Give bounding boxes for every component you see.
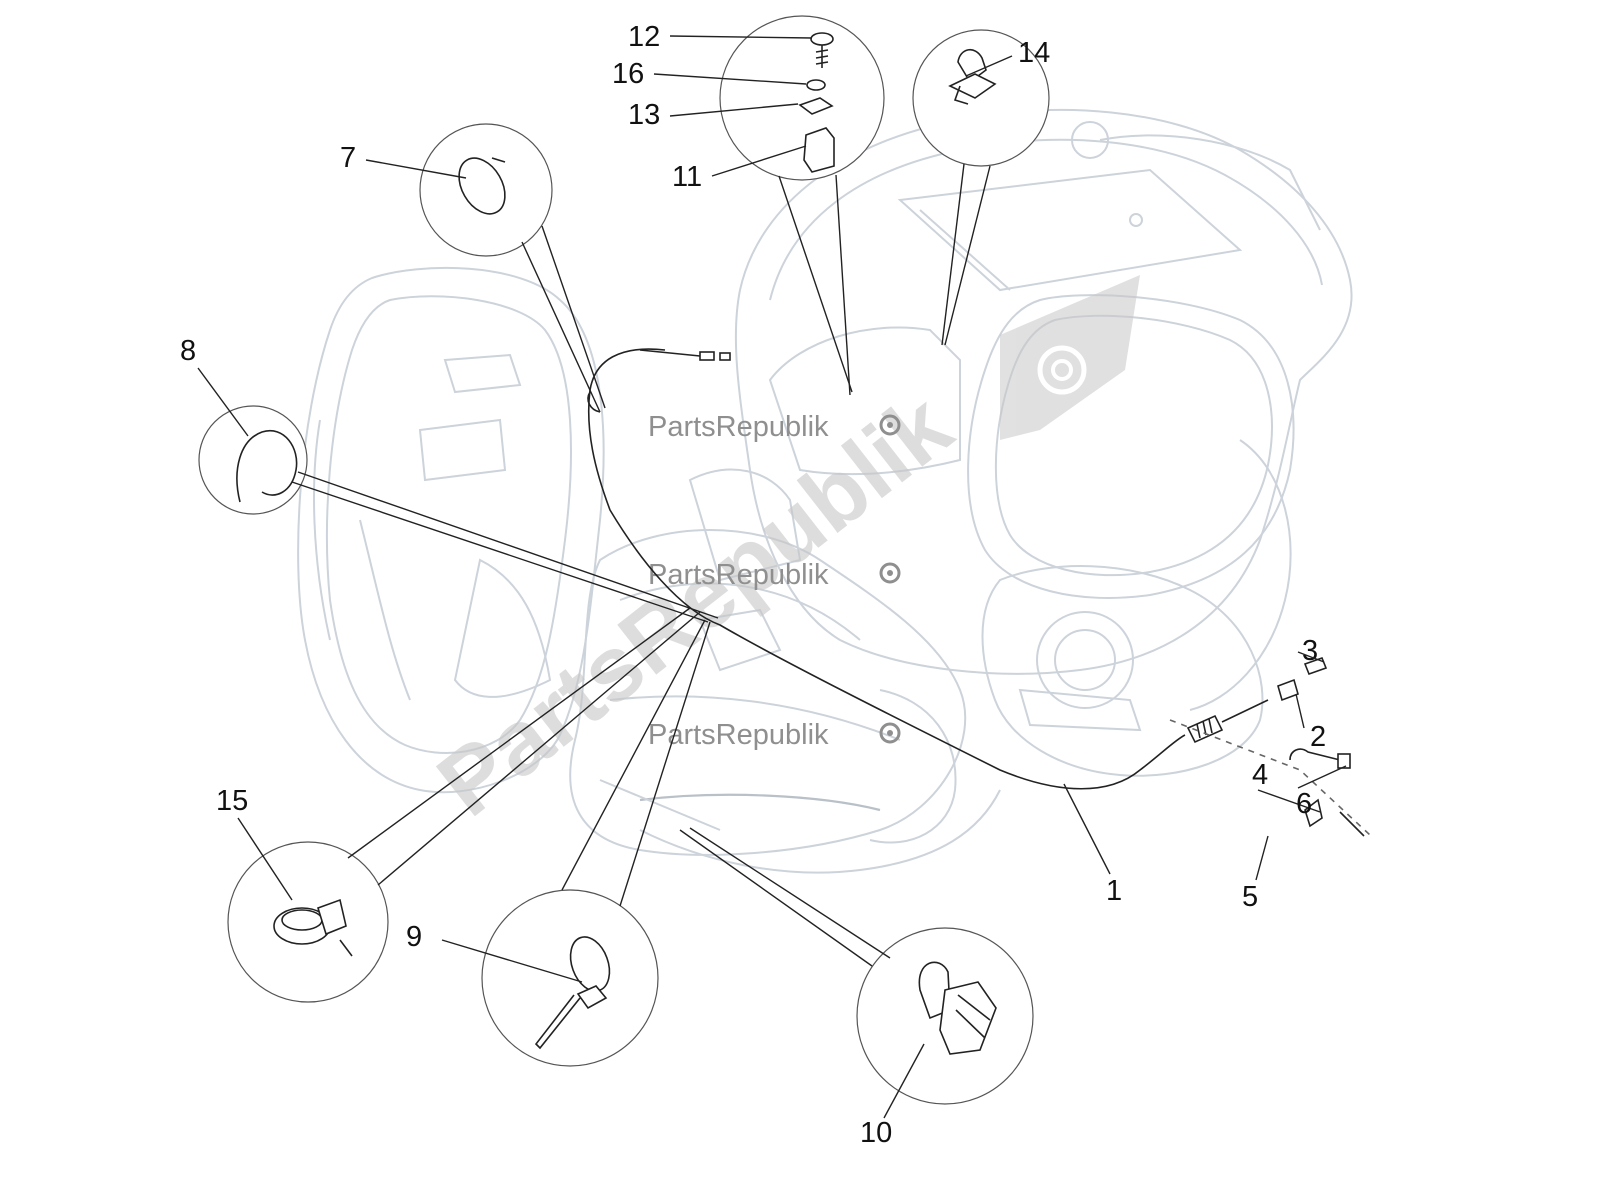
bracket-shape xyxy=(803,127,835,173)
callout-3: 3 xyxy=(1297,635,1325,667)
callout-labels: 12 16 13 11 14 7 8 15 xyxy=(180,21,1347,1149)
pointer-lines xyxy=(291,163,991,967)
callout-7: 7 xyxy=(340,142,467,179)
detail-circle-top xyxy=(719,15,885,181)
part-5-shape xyxy=(1339,811,1365,837)
svg-text:7: 7 xyxy=(340,142,356,174)
gear-icon xyxy=(879,414,901,436)
svg-text:15: 15 xyxy=(216,785,248,817)
part-2-shape xyxy=(1277,678,1299,702)
callout-16: 16 xyxy=(612,58,807,90)
svg-text:13: 13 xyxy=(628,99,660,131)
detail-circle-7 xyxy=(419,123,553,257)
callout-8: 8 xyxy=(180,335,249,437)
detail-circle-8 xyxy=(198,405,308,515)
callout-11: 11 xyxy=(672,145,807,193)
gear-icon xyxy=(879,562,901,584)
watermark-label-1: PartsRepublik xyxy=(648,411,901,443)
svg-text:4: 4 xyxy=(1252,759,1268,791)
part-6-shape xyxy=(1289,748,1341,761)
callout-2: 2 xyxy=(1295,693,1326,753)
detail-circle-14 xyxy=(912,29,1050,167)
callout-1: 1 xyxy=(1063,783,1122,907)
part-4-shape xyxy=(1304,798,1323,828)
callout-10: 10 xyxy=(860,1043,925,1149)
svg-text:10: 10 xyxy=(860,1117,892,1149)
callout-15: 15 xyxy=(216,785,293,901)
svg-text:PartsRepublik: PartsRepublik xyxy=(648,559,829,591)
svg-text:9: 9 xyxy=(406,921,422,953)
callout-12: 12 xyxy=(628,21,813,53)
svg-text:3: 3 xyxy=(1302,635,1318,667)
cable-adjuster xyxy=(1186,699,1269,744)
svg-text:PartsRepublik: PartsRepublik xyxy=(648,719,829,751)
detail-circle-10 xyxy=(856,927,1034,1105)
svg-text:6: 6 xyxy=(1296,788,1312,820)
callout-6: 6 xyxy=(1296,765,1347,820)
callout-13: 13 xyxy=(628,99,799,131)
svg-text:1: 1 xyxy=(1106,875,1122,907)
svg-text:5: 5 xyxy=(1242,881,1258,913)
svg-text:16: 16 xyxy=(612,58,644,90)
svg-text:PartsRepublik: PartsRepublik xyxy=(648,411,829,443)
svg-text:2: 2 xyxy=(1310,721,1326,753)
svg-text:14: 14 xyxy=(1018,37,1050,69)
watermark-label-3: PartsRepublik xyxy=(648,719,901,751)
detail-circle-15 xyxy=(227,841,389,1003)
washer-shape xyxy=(806,79,826,91)
callout-4: 4 xyxy=(1252,759,1321,813)
brake-cable xyxy=(587,348,1269,790)
callout-5: 5 xyxy=(1242,835,1269,913)
part-6-tab xyxy=(1337,753,1351,769)
watermark-label-2: PartsRepublik xyxy=(648,559,901,591)
callout-9: 9 xyxy=(406,921,583,983)
watermark-flag-logo xyxy=(1000,275,1140,440)
gear-icon xyxy=(879,722,901,744)
svg-text:12: 12 xyxy=(628,21,660,53)
screw-shape xyxy=(810,32,834,68)
part-3-shape xyxy=(1303,656,1328,676)
svg-text:8: 8 xyxy=(180,335,196,367)
adjuster-parts xyxy=(1169,656,1371,837)
svg-text:11: 11 xyxy=(672,161,702,193)
nut-shape xyxy=(798,97,834,115)
callout-14: 14 xyxy=(965,37,1050,77)
